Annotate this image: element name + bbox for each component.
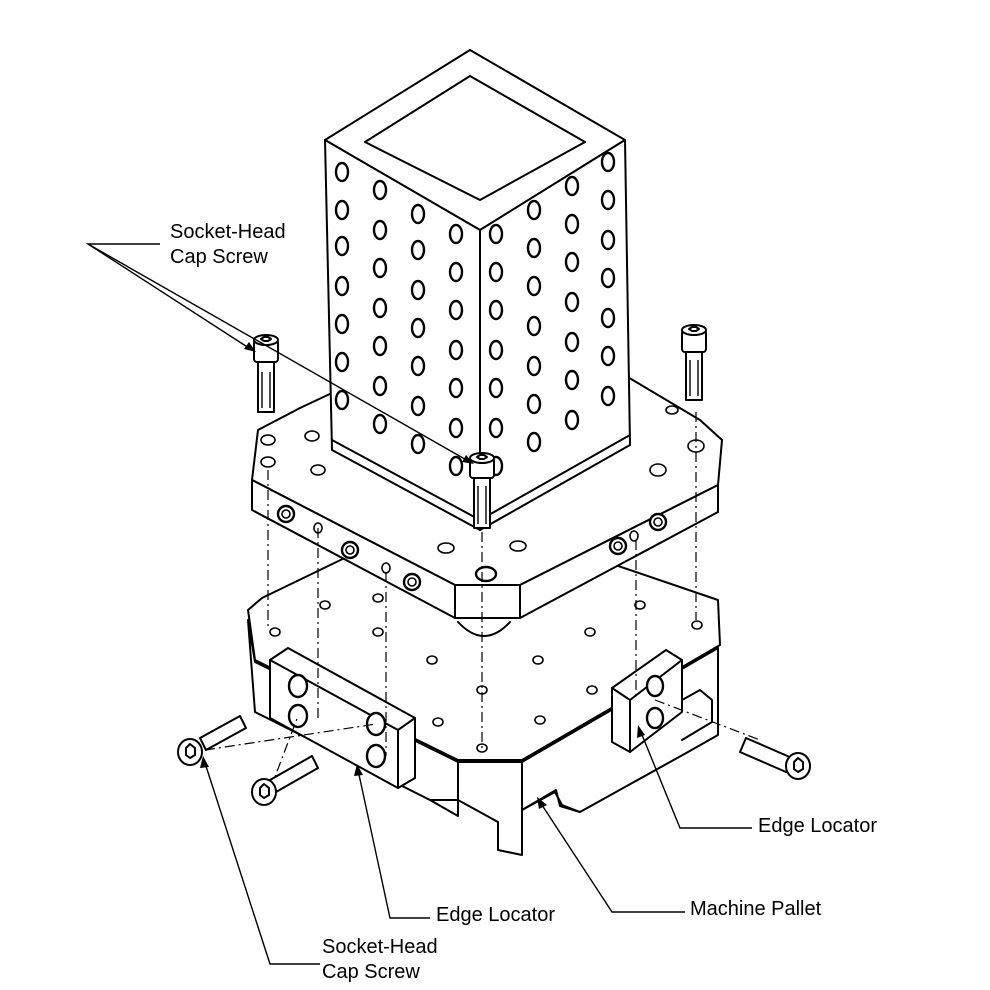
label-edge-locator-right: Edge Locator: [758, 815, 877, 837]
label-socket-head-cap-screw-top: Socket-Head Cap Screw: [170, 220, 286, 270]
edge-locator-left: [269, 647, 416, 789]
leader-lines: [85, 243, 752, 965]
label-socket-head-cap-screw-bottom: Socket-Head Cap Screw: [322, 935, 438, 985]
label-machine-pallet: Machine Pallet: [690, 898, 822, 920]
label-edge-locator-bottom: Edge Locator: [436, 904, 555, 926]
tooling-tower: [324, 49, 631, 531]
label-line: Cap Screw: [322, 961, 420, 983]
edge-locator-right: [611, 649, 713, 753]
screw-top-left: [253, 334, 279, 413]
screw-top-right: [681, 324, 707, 401]
tower-holes-left: [334, 161, 464, 477]
pallet-holes: [269, 593, 703, 753]
label-line: Socket-Head: [170, 221, 286, 243]
center-lines: [204, 412, 761, 791]
label-line: Socket-Head: [322, 936, 438, 958]
screw-bottom-left-1: [177, 715, 247, 766]
tower-holes-right: [488, 151, 616, 477]
screw-bottom-right: [739, 737, 811, 780]
screw-top-center: [469, 452, 495, 529]
label-line: Cap Screw: [170, 246, 268, 268]
screw-bottom-left-2: [251, 755, 319, 806]
